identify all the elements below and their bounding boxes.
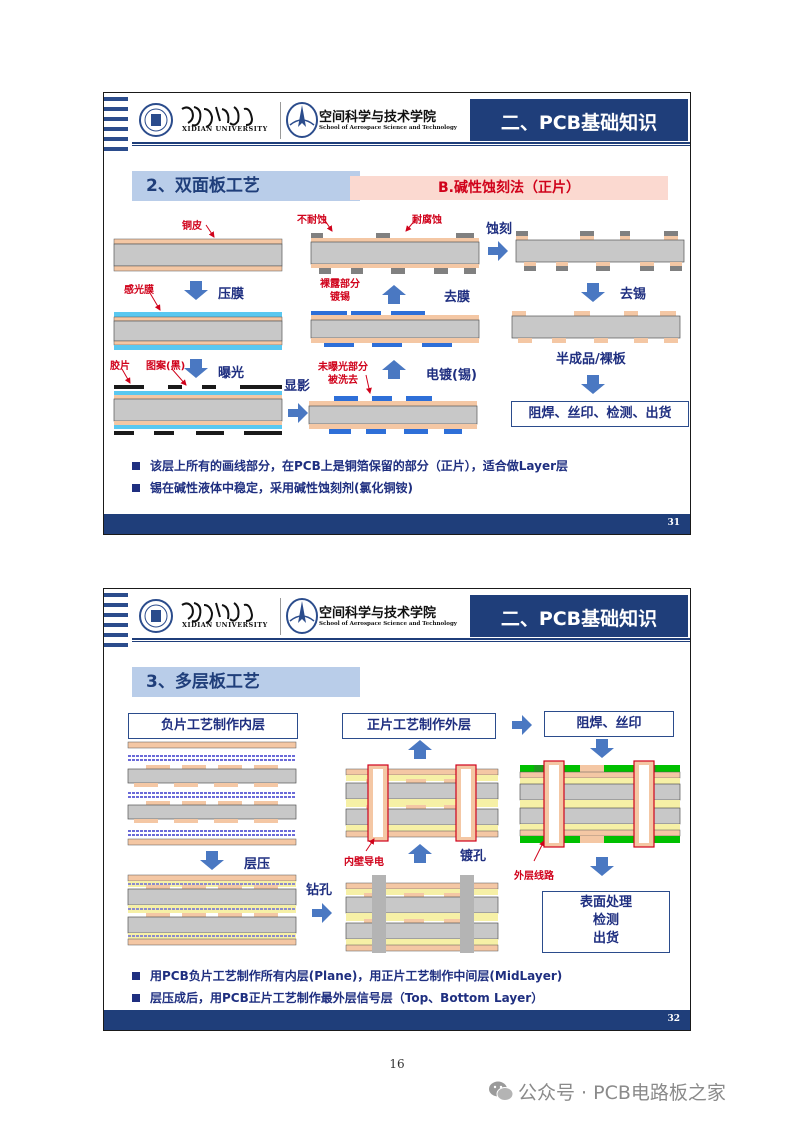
label-film: 胶片	[110, 361, 130, 372]
header-rule	[132, 638, 690, 640]
arrow-right-icon	[312, 903, 332, 923]
arrow-down-icon	[581, 375, 605, 394]
step-press-film: 压膜	[218, 287, 245, 302]
wechat-icon	[489, 1081, 514, 1101]
drilled-stack	[345, 875, 499, 953]
step-semi-finished: 半成品/裸板	[556, 352, 626, 367]
step-drill: 钻孔	[306, 883, 333, 898]
school-name-en: School of Aerospace Science and Technolo…	[319, 125, 457, 131]
bullet-2: 锡在碱性液体中稳定，采用碱性蚀刻剂(氯化铜铵)	[132, 479, 413, 496]
label-bare-plated: 裸露部分 镀锡	[320, 279, 360, 303]
bullet-1: 用PCB负片工艺制作所有内层(Plane)，用正片工艺制作中间层(MidLaye…	[132, 967, 562, 984]
label-unexposed: 未曝光部分 被洗去	[318, 362, 368, 386]
arrow-right-icon	[488, 241, 508, 261]
step-plate-hole: 镀孔	[460, 849, 487, 864]
header-rule-thin	[132, 145, 690, 146]
label-photo-film: 感光膜	[124, 285, 154, 296]
double-sided-process-diagram	[113, 218, 685, 435]
watermark: 公众号 · PCB电路板之家	[518, 1082, 726, 1104]
header-stripes	[104, 93, 128, 153]
slide-footer: 32	[104, 1010, 690, 1030]
label-not-resist: 不耐蚀	[297, 215, 327, 226]
multilayer-process-diagram	[127, 715, 681, 953]
step-laminate: 层压	[244, 857, 271, 872]
slide-footer: 31	[104, 514, 690, 534]
slide-title: 二、PCB基础知识	[500, 608, 658, 630]
board-film-removed	[310, 233, 480, 274]
school-name-en: School of Aerospace Science and Technolo…	[319, 621, 457, 627]
step-strip-film: 去膜	[444, 290, 471, 305]
solder-mask-stack	[519, 760, 681, 848]
arrow-right-icon	[288, 403, 308, 423]
box-outer-layer: 正片工艺制作外层	[342, 713, 496, 739]
board-tin-plated	[310, 311, 480, 347]
header-stripes	[104, 589, 128, 649]
arrow-right-icon	[512, 715, 532, 735]
university-name-en: XIDIAN UNIVERSITY	[182, 125, 268, 133]
bullet-square-icon	[132, 993, 140, 1002]
slide-32: XIDIAN UNIVERSITY 空间科学与技术学院 School of Ae…	[103, 588, 691, 1031]
arrow-down-icon	[590, 857, 614, 876]
final-step-ship: 出货	[592, 931, 619, 946]
slide-title: 二、PCB基础知识	[500, 112, 658, 134]
school-name-cn: 空间科学与技术学院	[319, 606, 437, 621]
arrow-up-icon	[408, 844, 432, 863]
label-outer-trace: 外层线路	[514, 871, 554, 882]
box-solder-mask: 阻焊、丝印	[544, 711, 674, 737]
board-photo-film	[113, 312, 283, 350]
school-name-cn: 空间科学与技术学院	[319, 110, 437, 125]
step-final-box: 阻焊、丝印、检测、出货	[511, 401, 689, 427]
inner-layers-exploded	[127, 741, 297, 846]
slide-31: XIDIAN UNIVERSITY 空间科学与技术学院 School of Ae…	[103, 92, 691, 535]
arrow-up-icon	[382, 285, 406, 304]
page-number: 16	[389, 1057, 405, 1071]
school-logo-icon	[280, 598, 318, 635]
final-step-test: 检测	[592, 913, 619, 928]
bullet-1: 该层上所有的画线部分，在PCB上是铜箔保留的部分（正片），适合做Layer层	[132, 457, 568, 474]
box-inner-layer: 负片工艺制作内层	[128, 713, 298, 739]
arrow-down-icon	[184, 359, 208, 378]
header-rule-thin	[132, 641, 690, 642]
plated-stack	[345, 764, 499, 842]
bullet-square-icon	[132, 461, 140, 470]
label-inner-wall: 内壁导电	[344, 857, 384, 868]
step-develop: 显影	[284, 379, 311, 394]
method-title: B.碱性蚀刻法（正片）	[350, 176, 668, 200]
box-final: 表面处理 检测 出货	[542, 891, 670, 953]
arrow-down-icon	[590, 739, 614, 758]
board-etched	[515, 231, 685, 271]
school-logo-icon	[280, 102, 318, 139]
label-copper: 铜皮	[182, 221, 202, 232]
final-step-surface: 表面处理	[579, 895, 632, 910]
bullet-square-icon	[132, 971, 140, 980]
slide-title-box: 二、PCB基础知识	[470, 99, 688, 141]
board-bare	[511, 311, 681, 343]
bullet-2: 层压成后，用PCB正片工艺制作最外层信号层（Top、Bottom Layer）	[132, 989, 543, 1006]
step-etch: 蚀刻	[486, 222, 513, 237]
arrow-down-icon	[200, 851, 224, 870]
board-copper-clad	[113, 238, 283, 272]
step-strip-tin: 去锡	[620, 287, 647, 302]
label-pattern: 图案(黑)	[146, 361, 186, 372]
section-title: 2、双面板工艺	[132, 171, 360, 201]
xidian-logo-icon	[139, 103, 254, 137]
arrow-down-icon	[184, 281, 208, 300]
xidian-logo-icon	[139, 599, 254, 633]
label-resist: 耐腐蚀	[412, 215, 442, 226]
slide-title-box: 二、PCB基础知识	[470, 595, 688, 637]
laminated-stack	[127, 874, 297, 946]
arrow-up-icon	[408, 740, 432, 759]
arrow-up-icon	[382, 360, 406, 379]
board-exposure	[113, 385, 283, 435]
section-title: 3、多层板工艺	[132, 667, 360, 697]
slide-number: 32	[667, 1014, 680, 1024]
board-developed	[308, 396, 478, 434]
header-rule	[132, 142, 690, 144]
arrow-down-icon	[581, 283, 605, 302]
step-plate: 电镀(锡)	[426, 368, 477, 383]
slide-number: 31	[667, 518, 680, 528]
university-name-en: XIDIAN UNIVERSITY	[182, 621, 268, 629]
bullet-square-icon	[132, 483, 140, 492]
step-expose: 曝光	[218, 366, 245, 381]
